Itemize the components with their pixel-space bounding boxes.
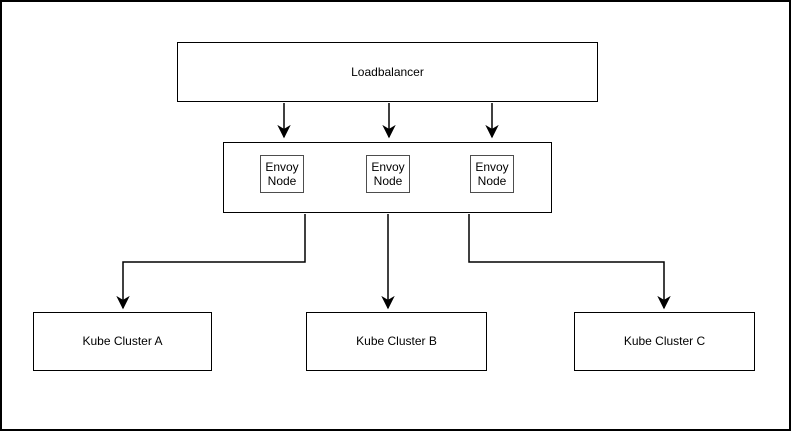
loadbalancer-node: Loadbalancer <box>177 42 598 102</box>
envoy-node-1: Envoy Node <box>260 155 304 193</box>
envoy-node-3: Envoy Node <box>470 155 514 193</box>
loadbalancer-label: Loadbalancer <box>351 64 424 79</box>
kube-cluster-a-label: Kube Cluster A <box>82 334 163 349</box>
envoy-node-2: Envoy Node <box>366 155 410 193</box>
kube-cluster-b-label: Kube Cluster B <box>356 334 437 349</box>
edge-envoy-to-cluster-c <box>468 214 671 310</box>
envoy-node-1-label: Envoy Node <box>265 159 299 188</box>
edge-envoy-to-cluster-a <box>116 214 306 310</box>
kube-cluster-a-node: Kube Cluster A <box>33 312 212 371</box>
kube-cluster-c-label: Kube Cluster C <box>623 334 706 349</box>
kube-cluster-c-node: Kube Cluster C <box>574 312 755 371</box>
envoy-node-3-label: Envoy Node <box>475 159 509 188</box>
kube-cluster-b-node: Kube Cluster B <box>306 312 487 371</box>
envoy-node-2-label: Envoy Node <box>371 159 405 188</box>
